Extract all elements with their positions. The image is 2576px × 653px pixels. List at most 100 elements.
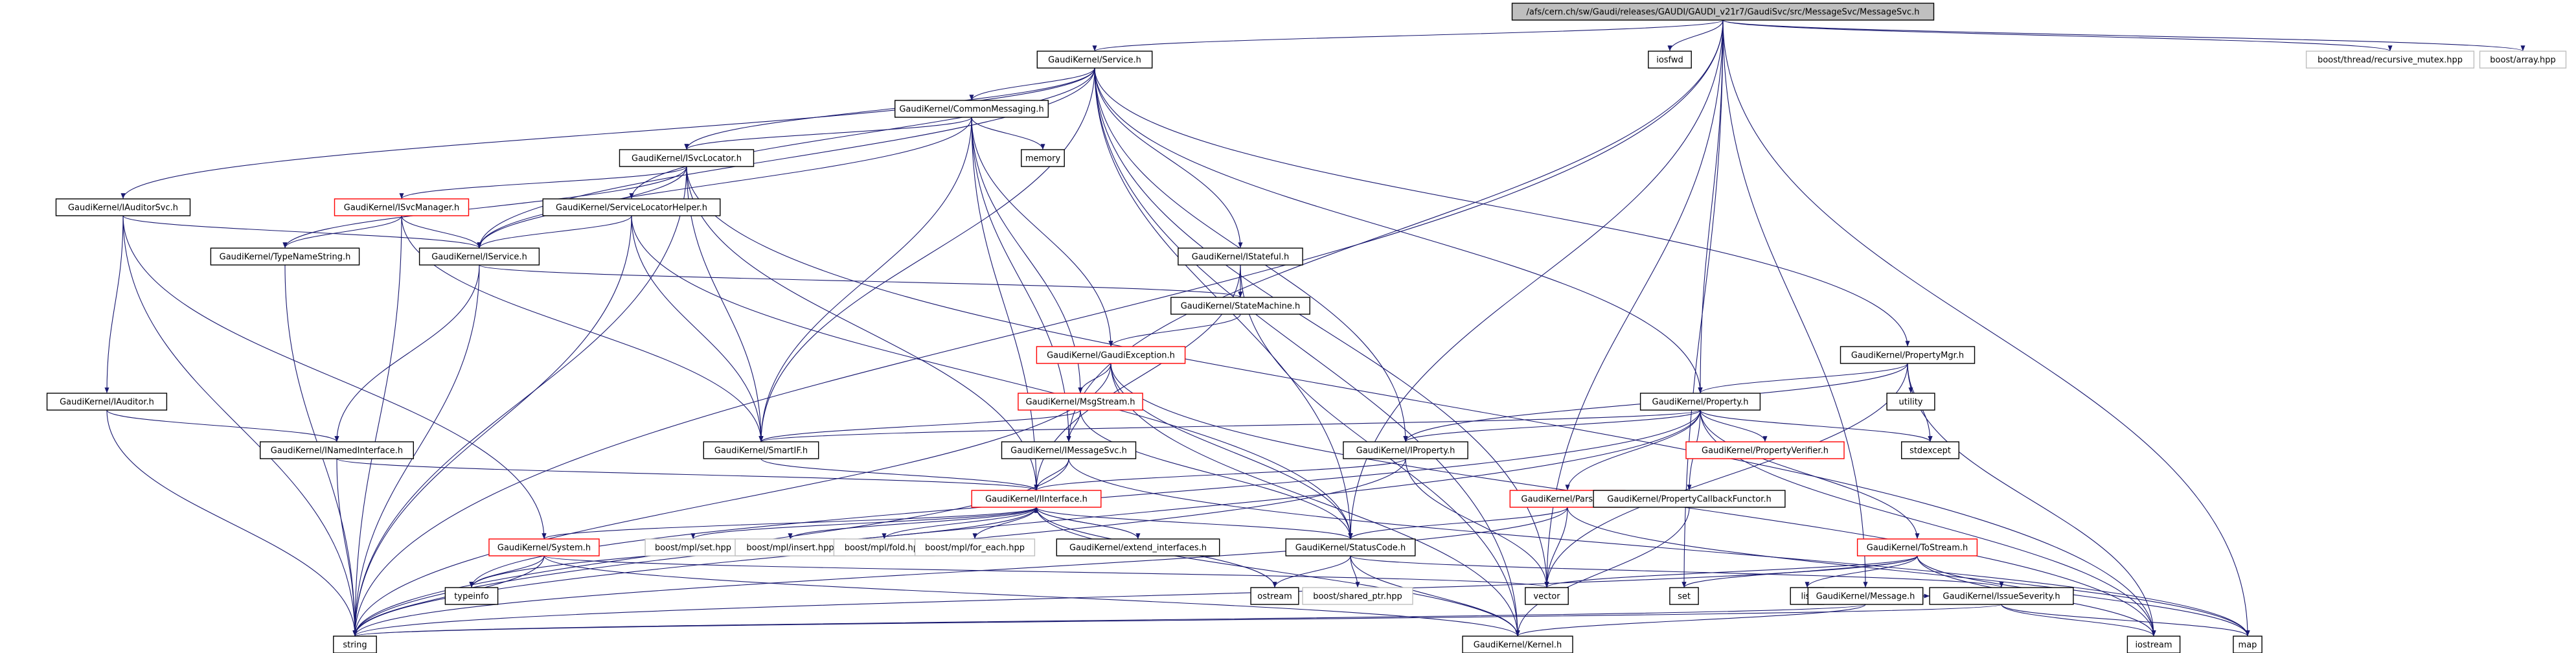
node-inamedinterface[interactable]: GaudiKernel/INamedInterface.h [260,441,415,459]
node-box [1886,393,1935,411]
edge-iinterface-to-mplinsert [788,507,1037,540]
node-box [1021,149,1065,167]
node-msgstream[interactable]: GaudiKernel/MsgStream.h [1018,393,1143,411]
node-string[interactable]: string [333,636,377,653]
node-isvcmanager[interactable]: GaudiKernel/ISvcManager.h [334,198,470,216]
node-box [333,636,377,653]
edge-root-to-imessagesvc [1066,19,1724,442]
edge-gaudiexception-to-msgstream [1078,363,1111,394]
edge-iauditorsvc-to-system [122,215,547,540]
node-array[interactable]: boost/array.hpp [2479,51,2567,69]
node-iproperty[interactable]: GaudiKernel/IProperty.h [1343,441,1468,459]
node-statuscode[interactable]: GaudiKernel/StatusCode.h [1285,538,1416,556]
node-servicelocatorhelper[interactable]: GaudiKernel/ServiceLocatorHelper.h [542,198,721,216]
edge-commonmsg-to-imessagesvc [971,117,1071,442]
node-iosfwd[interactable]: iosfwd [1648,51,1692,69]
node-kernel[interactable]: GaudiKernel/Kernel.h [1462,636,1573,653]
node-imessagesvc[interactable]: GaudiKernel/IMessageSvc.h [1001,441,1137,459]
node-issueseverity[interactable]: GaudiKernel/IssueSeverity.h [1929,587,2074,605]
edge-iinterface-to-statuscode [1036,507,1353,540]
edge-root-to-service_h [1092,19,1724,52]
node-set[interactable]: set [1669,587,1699,605]
node-tostream[interactable]: GaudiKernel/ToStream.h [1856,538,1978,556]
node-parsers[interactable]: GaudiKernel/Parsers.h [1509,490,1626,508]
edge-inamedinterface-to-iinterface [336,458,1039,491]
node-label: GaudiKernel/PropertyMgr.h [1851,351,1964,361]
edge-iauditorsvc-to-string [122,215,358,637]
edge-tostream-to-string [352,555,1918,637]
node-box [2126,636,2181,653]
node-typeinfo[interactable]: typeinfo [444,587,499,605]
edge-tostream-to-map [1917,555,2250,637]
node-property[interactable]: GaudiKernel/Property.h [1639,393,1761,411]
edge-service_h-to-property [1094,67,1703,394]
node-label: GaudiKernel/SmartIF.h [714,446,808,456]
node-utility[interactable]: utility [1886,393,1935,411]
node-map[interactable]: map [2233,636,2263,653]
node-box [55,198,191,216]
edge-isvclocator-to-string [352,166,687,637]
edge-issueseverity-to-string [353,604,2002,637]
node-typenamestring[interactable]: GaudiKernel/TypeNameString.h [210,247,360,266]
node-mplset[interactable]: boost/mpl/set.hpp [644,538,742,556]
node-box [735,538,846,556]
node-istateful[interactable]: GaudiKernel/IStateful.h [1178,247,1303,266]
node-iauditorsvc[interactable]: GaudiKernel/IAuditorSvc.h [55,198,191,216]
edge-root-to-recmutex [1722,19,2393,52]
edge-root-to-property [1698,19,1724,394]
node-box [210,247,360,266]
node-label: GaudiKernel/Service.h [1048,56,1141,65]
node-vector[interactable]: vector [1525,587,1569,605]
edge-iservice-to-statemachine [479,264,1243,298]
edge-statemachine-to-gaudiexception [1108,314,1241,347]
node-smartif[interactable]: GaudiKernel/SmartIF.h [703,441,819,459]
node-box [644,538,742,556]
edge-isvclocator-to-iostream [686,166,2156,637]
node-mplinsert[interactable]: boost/mpl/insert.hpp [735,538,846,556]
edge-extendinterfaces-to-iinterface [1034,507,1139,540]
node-box [1511,3,1935,21]
edge-iproperty-to-iinterface [1034,458,1406,491]
node-box [1056,538,1220,556]
node-box [444,587,499,605]
edge-root-to-array [1722,19,2525,52]
node-propertymgr[interactable]: GaudiKernel/PropertyMgr.h [1840,346,1976,364]
edge-system-to-typeinfo [469,555,545,588]
node-root[interactable]: /afs/cern.ch/sw/Gaudi/releases/GAUDI/GAU… [1511,3,1935,21]
node-label: GaudiKernel/StatusCode.h [1295,544,1406,553]
node-extendinterfaces[interactable]: GaudiKernel/extend_interfaces.h [1056,538,1220,556]
node-commonmsg[interactable]: GaudiKernel/CommonMessaging.h [894,100,1049,118]
node-propertycallback[interactable]: GaudiKernel/PropertyCallbackFunctor.h [1593,490,1786,508]
node-isvclocator[interactable]: GaudiKernel/ISvcLocator.h [619,149,755,167]
node-recmutex[interactable]: boost/thread/recursive_mutex.hpp [2305,51,2475,69]
node-statemachine[interactable]: GaudiKernel/StateMachine.h [1170,297,1310,315]
node-stdexcept[interactable]: stdexcept [1900,441,1959,459]
node-message[interactable]: GaudiKernel/Message.h [1807,587,1924,605]
edge-iinterface-to-kernel [1036,507,1520,637]
node-iservice[interactable]: GaudiKernel/IService.h [418,247,540,266]
node-box [1036,346,1186,364]
node-service_h[interactable]: GaudiKernel/Service.h [1036,51,1153,69]
node-memory[interactable]: memory [1021,149,1065,167]
node-iostream[interactable]: iostream [2126,636,2181,653]
node-system[interactable]: GaudiKernel/System.h [488,538,600,556]
node-box [1285,538,1416,556]
node-sharedptr[interactable]: boost/shared_ptr.hpp [1302,587,1413,605]
node-ostream[interactable]: ostream [1250,587,1299,605]
node-iinterface[interactable]: GaudiKernel/IInterface.h [971,490,1102,508]
node-box [1462,636,1573,653]
edge-isvcmanager-to-typenamestring [282,215,402,249]
node-label: GaudiKernel/extend_interfaces.h [1069,544,1207,553]
edge-parsers-to-map [1567,507,2250,637]
edge-iauditorsvc-to-iauditor [104,215,124,394]
node-box [1840,346,1976,364]
node-label: set [1678,592,1691,602]
node-gaudiexception[interactable]: GaudiKernel/GaudiException.h [1036,346,1186,364]
node-mplforeach[interactable]: boost/mpl/for_each.hpp [914,538,1036,556]
node-box [1018,393,1143,411]
node-layer: /afs/cern.ch/sw/Gaudi/releases/GAUDI/GAU… [46,3,2567,653]
node-label: boost/thread/recursive_mutex.hpp [2318,56,2463,65]
node-propertyverifier[interactable]: GaudiKernel/PropertyVerifier.h [1685,441,1845,459]
node-iauditor[interactable]: GaudiKernel/IAuditor.h [46,393,168,411]
edge-tostream-to-vector [1544,555,1918,588]
